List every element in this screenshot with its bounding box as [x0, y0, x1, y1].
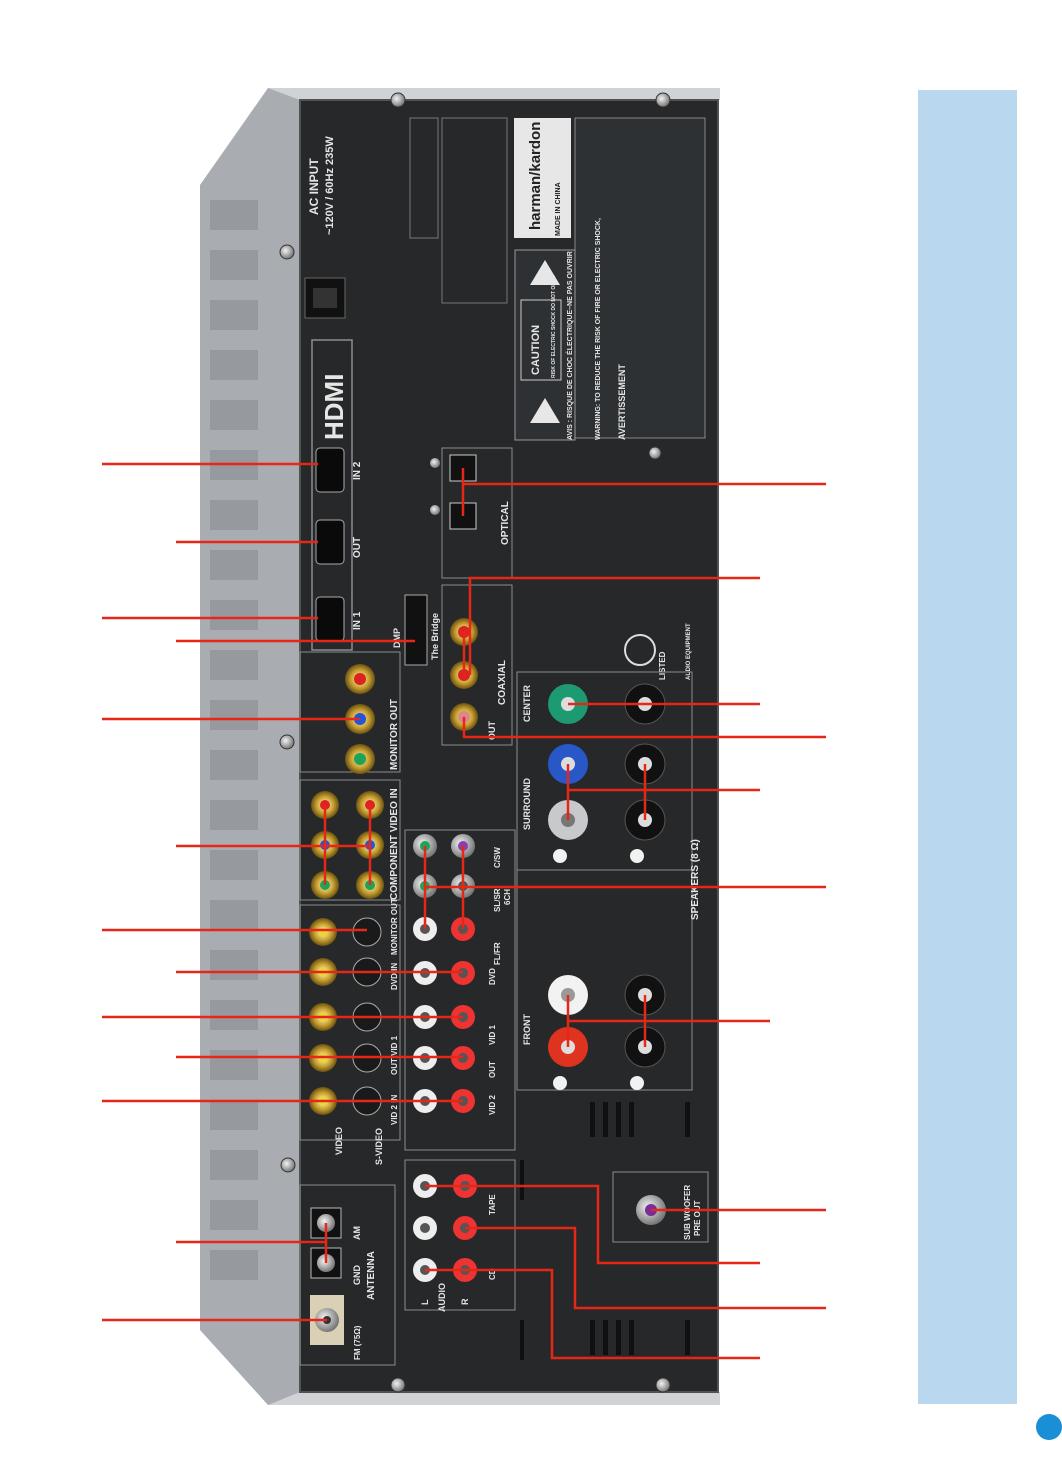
- minus-icon: [630, 849, 644, 863]
- caution-label: CAUTION RISK OF ELECTRIC SHOCK DO NOT OP…: [514, 249, 576, 441]
- caution-sub-text: RISK OF ELECTRIC SHOCK DO NOT OPEN: [551, 275, 557, 378]
- page-dot: [1036, 1414, 1062, 1440]
- plus-icon: [553, 849, 567, 863]
- tape-out-l-jack[interactable]: [413, 1216, 437, 1240]
- front-label: FRONT: [522, 1014, 532, 1045]
- hdmi-in2-port[interactable]: [315, 447, 345, 493]
- audio-label: AUDIO: [437, 1283, 447, 1312]
- hdmi-out-label: OUT: [352, 537, 363, 558]
- antenna-label: ANTENNA: [366, 1251, 377, 1300]
- screw-icons: [279, 92, 671, 1393]
- plus-icon: [553, 1076, 567, 1090]
- hdmi-out-port[interactable]: [315, 519, 345, 565]
- ac-input-label: AC INPUT: [307, 158, 321, 215]
- dvd-in-video-label: DVD IN: [390, 963, 399, 990]
- hdmi-in1-port[interactable]: [315, 596, 345, 642]
- vid1-audio-out-label: OUT: [488, 1061, 497, 1078]
- bridge-label: The Bridge: [430, 613, 440, 660]
- 6ch-sl-label: SL/SR: [493, 888, 502, 912]
- audio-r-label: R: [460, 1298, 470, 1305]
- avertissement-text: AVERTISSEMENT: [617, 364, 627, 440]
- surround-label: SURROUND: [522, 777, 532, 830]
- ac-input: AC INPUT ~120V / 60Hz 235W: [304, 136, 346, 319]
- 6ch-input-label: 6CH: [503, 889, 512, 905]
- audio-l-label: L: [420, 1299, 430, 1305]
- video-label: VIDEO: [334, 1127, 344, 1155]
- monitor-out-y-jack[interactable]: [345, 744, 375, 774]
- monitor-out-pr-jack[interactable]: [345, 664, 375, 694]
- tape-label: TAPE: [488, 1194, 497, 1215]
- preout-label: PRE OUT: [693, 1200, 702, 1236]
- ul-listed-mark: LISTED AUDIO EQUIPMENT: [624, 623, 692, 680]
- gnd-label: GND: [352, 1265, 362, 1286]
- am-label: AM: [352, 1226, 362, 1240]
- bridge-dmp-label: DMP: [392, 628, 402, 648]
- monitor-out-label: MONITOR OUT: [389, 699, 400, 770]
- dvd-audio-label: DVD: [488, 968, 497, 985]
- vent-slots: [520, 1102, 690, 1360]
- hdmi-in2-label: IN 2: [352, 461, 363, 480]
- brand-text: harman/kardon: [527, 122, 544, 230]
- fm-label: FM (75Ω): [353, 1325, 362, 1360]
- coaxial-label: COAXIAL: [497, 660, 508, 705]
- optical-label: OPTICAL: [500, 501, 511, 545]
- the-bridge-port[interactable]: The Bridge DMP: [392, 594, 440, 666]
- ul-audio-equipment-text: AUDIO EQUIPMENT: [686, 623, 692, 680]
- label-plates: harman/kardon MADE IN CHINA CAUTION RISK…: [409, 117, 706, 441]
- side-tab: [918, 90, 1017, 1404]
- svideo-monitor-out-jack[interactable]: [352, 917, 382, 947]
- cd-label: CD: [488, 1268, 497, 1280]
- made-in-text: MADE IN CHINA: [555, 182, 562, 236]
- hdmi-section: HDMI IN 2 OUT IN 1: [311, 339, 363, 651]
- 6ch-c-label: C/SW: [493, 847, 502, 868]
- hdmi-logo: HDMI: [319, 374, 349, 440]
- avis-text: AVIS : RISQUE DE CHOC ÉLECTRIQUE–NE PAS …: [565, 251, 574, 440]
- center-label: CENTER: [522, 684, 532, 722]
- component-video-in-label: COMPONENT VIDEO IN: [389, 788, 400, 900]
- callout-lines-right: [423, 468, 826, 1360]
- 6ch-fl-label: FL/FR: [493, 942, 502, 965]
- subwoofer-label: SUB WOOFER: [683, 1185, 692, 1240]
- warning-text: WARNING: TO REDUCE THE RISK OF FIRE OR E…: [595, 218, 602, 440]
- vid1-out-video-label: OUT VID 1: [390, 1035, 399, 1075]
- ul-listed-text: LISTED: [658, 651, 667, 680]
- monitor-out-small-label: MONITOR OUT: [390, 898, 399, 955]
- vid1-audio-label: VID 1: [488, 1024, 497, 1045]
- hdmi-in1-label: IN 1: [352, 611, 363, 630]
- caution-text: CAUTION: [530, 325, 542, 375]
- callout-lines: [102, 462, 463, 1322]
- speakers-label: SPEAKERS (8 Ω): [690, 839, 701, 920]
- ac-input-spec: ~120V / 60Hz 235W: [324, 136, 336, 235]
- svideo-label: S-VIDEO: [374, 1128, 384, 1165]
- vid2-in-video-label: VID 2 IN: [390, 1095, 399, 1125]
- minus-icon: [630, 1076, 644, 1090]
- video-monitor-out-jack[interactable]: [309, 918, 337, 946]
- chassis: [200, 88, 720, 1405]
- vid2-audio-label: VID 2: [488, 1094, 497, 1115]
- coax-out-label: OUT: [487, 721, 497, 741]
